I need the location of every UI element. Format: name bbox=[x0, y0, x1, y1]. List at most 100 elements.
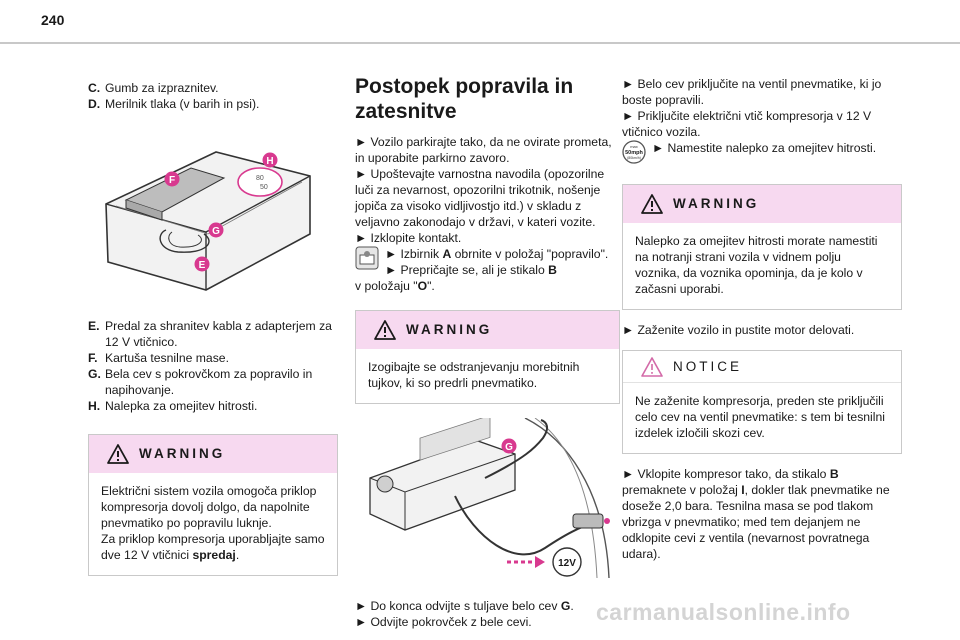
legend-text: Merilnik tlaka (v barih in psi). bbox=[105, 97, 260, 111]
notice-triangle-icon bbox=[641, 356, 663, 377]
step-start-engine: ► Zaženite vozilo in pustite motor delov… bbox=[622, 323, 855, 337]
warning-text-part: Za priklop kompresorja uporabljajte samo… bbox=[101, 532, 325, 562]
warning-body: Električni sistem vozila omogoča priklop… bbox=[89, 473, 337, 575]
switch-text-a: ► Prepričajte se, ali je stikalo bbox=[385, 263, 549, 277]
legend-key: G. bbox=[88, 367, 101, 381]
legend-text: Bela cev s pokrovčkom za popravilo in na… bbox=[105, 367, 313, 397]
legend-text: Nalepka za omejitev hitrosti. bbox=[105, 399, 258, 413]
switch-text-c: v položaju " bbox=[355, 279, 418, 293]
unwind-text-a: ► Do konca odvijte s tuljave belo cev bbox=[355, 599, 561, 613]
socket-label: 12V bbox=[558, 558, 576, 569]
warning-triangle-icon bbox=[641, 194, 663, 214]
warning-text: Nalepko za omejitev hitrosti morate name… bbox=[635, 234, 878, 296]
step-unwind-hose: ► Do konca odvijte s tuljave belo cev G. bbox=[355, 598, 620, 614]
callout-e-label: E bbox=[199, 260, 206, 271]
compressor-case-illustration: 80 50 H F G E bbox=[96, 142, 316, 294]
notice-body: Ne zaženite kompresorja, preden ste prik… bbox=[623, 383, 901, 453]
gauge-text-bottom: 50 bbox=[260, 184, 268, 191]
legend-item-e: E. Predal za shranitev kabla z adapterje… bbox=[88, 318, 340, 350]
switch-on-text-c: premaknete v položaj bbox=[622, 483, 742, 497]
column-middle: Postopek popravila in zatesnitve ► Vozil… bbox=[355, 74, 620, 630]
legend-text: Gumb za izpraznitev. bbox=[105, 81, 219, 95]
steps-2: ► Do konca odvijte s tuljave belo cev G.… bbox=[355, 598, 620, 630]
step-connect-plug: ► Priključite električni vtič kompresorj… bbox=[622, 109, 872, 139]
warning-header: WARNING bbox=[356, 311, 619, 349]
warning-box-sticker: WARNING Nalepko za omejitev hitrosti mor… bbox=[622, 184, 902, 310]
legend-key: F. bbox=[88, 351, 98, 365]
badge-line3: (80km/h) bbox=[627, 156, 641, 160]
legend-bottom: E. Predal za shranitev kabla z adapterje… bbox=[88, 318, 340, 414]
selector-text-c: obrnite v položaj "popravilo". bbox=[451, 247, 609, 261]
selector-text-a: ► Izbirnik bbox=[385, 247, 443, 261]
warning-text-2: Za priklop kompresorja uporabljajte samo… bbox=[101, 531, 325, 563]
warning-body: Nalepko za omejitev hitrosti morate name… bbox=[623, 223, 901, 309]
hose-connection-illustration: 12V G bbox=[365, 414, 615, 579]
step-connect-hose: ► Belo cev priključite na ventil pnevmat… bbox=[622, 77, 882, 107]
warning-label: WARNING bbox=[673, 196, 760, 211]
warning-text-end: . bbox=[235, 548, 240, 562]
legend-item-h: H. Nalepka za omejitev hitrosti. bbox=[88, 398, 340, 414]
callout-g-label: G bbox=[212, 226, 220, 237]
gauge-text-top: 80 bbox=[256, 175, 264, 182]
header-rule bbox=[0, 42, 960, 44]
switch-text-d: O bbox=[417, 279, 428, 293]
callout-h-label: H bbox=[266, 156, 273, 167]
callout-g-label: G bbox=[505, 442, 513, 453]
warning-text: Izogibajte se odstranjevanju morebitnih … bbox=[368, 360, 580, 390]
legend-text: Predal za shranitev kabla z adapterjem z… bbox=[105, 319, 332, 349]
switch-on-text-e: , dokler tlak pnevmatike ne doseže 2,0 b… bbox=[622, 483, 890, 561]
warning-header: WARNING bbox=[89, 435, 337, 473]
section-title: Postopek popravila in zatesnitve bbox=[355, 75, 574, 123]
notice-header: NOTICE bbox=[623, 351, 901, 383]
legend-key: H. bbox=[88, 399, 101, 413]
callout-e: E bbox=[194, 256, 210, 272]
step-park: ► Vozilo parkirajte tako, da ne ovirate … bbox=[355, 135, 612, 165]
step-switch-end: v položaju "O". bbox=[355, 278, 620, 294]
legend-text: Kartuša tesnilne mase. bbox=[105, 351, 229, 365]
notice-text: Ne zaženite kompresorja, preden ste prik… bbox=[635, 394, 885, 440]
column-right: ► Belo cev priključite na ventil pnevmat… bbox=[622, 76, 904, 562]
callout-f-label: F bbox=[169, 175, 175, 186]
callout-h: H bbox=[262, 152, 278, 168]
legend-top: C. Gumb za izpraznitev. D. Merilnik tlak… bbox=[88, 80, 340, 112]
callout-f: F bbox=[164, 171, 180, 187]
step-switch-on: ► Vklopite kompresor tako, da stikalo B … bbox=[622, 466, 904, 562]
switch-on-text-a: ► Vklopite kompresor tako, da stikalo bbox=[622, 467, 830, 481]
switch-text-e: ". bbox=[427, 279, 435, 293]
switch-on-text-b: B bbox=[829, 467, 839, 481]
warning-text-bold: spredaj bbox=[192, 548, 236, 562]
warning-body: Izogibajte se odstranjevanju morebitnih … bbox=[356, 349, 619, 403]
warning-box-foreign-objects: WARNING Izogibajte se odstranjevanju mor… bbox=[355, 310, 620, 404]
legend-key: D. bbox=[88, 97, 101, 111]
unwind-text-c: . bbox=[570, 599, 574, 613]
compressor-case-drawing: 80 50 H F G E bbox=[105, 151, 311, 291]
warning-box-electrical: WARNING Električni sistem vozila omogoča… bbox=[88, 434, 338, 576]
step-remove-cap: ► Odvijte pokrovček z bele cevi. bbox=[355, 615, 532, 629]
warning-triangle-icon bbox=[374, 320, 396, 340]
step-selector: ► Izbirnik A obrnite v položaj "popravil… bbox=[355, 246, 620, 278]
switch-on-text-d: I bbox=[741, 483, 745, 497]
callout-g: G bbox=[208, 222, 224, 238]
legend-item-g: G. Bela cev s pokrovčkom za popravilo in… bbox=[88, 366, 340, 398]
selector-text-bold: A bbox=[442, 247, 452, 261]
step-selector-text: ► Izbirnik A obrnite v položaj "popravil… bbox=[385, 246, 608, 278]
callout-g: G bbox=[501, 438, 517, 454]
unwind-text-bold: G bbox=[560, 599, 571, 613]
step-safety: ► Upoštevajte varnostna navodila (opozor… bbox=[355, 167, 605, 229]
notice-label: NOTICE bbox=[673, 358, 743, 374]
badge-line2: 50mph bbox=[625, 150, 643, 156]
watermark: carmanualsonline.info bbox=[596, 599, 851, 625]
compressor-icon bbox=[355, 246, 379, 270]
legend-key: C. bbox=[88, 81, 101, 95]
step-ignition: ► Izklopite kontakt. bbox=[355, 231, 462, 245]
legend-item-c: C. Gumb za izpraznitev. bbox=[88, 80, 340, 96]
warning-label: WARNING bbox=[139, 446, 226, 461]
steps-1: ► Vozilo parkirajte tako, da ne ovirate … bbox=[355, 134, 620, 294]
legend-item-d: D. Merilnik tlaka (v barih in psi). bbox=[88, 96, 340, 112]
speed-sticker-text: ► Namestite nalepko za omejitev hitrosti… bbox=[652, 141, 877, 155]
switch-text-bold: B bbox=[548, 263, 557, 277]
warning-header: WARNING bbox=[623, 185, 901, 223]
warning-label: WARNING bbox=[406, 322, 493, 337]
warning-text: Električni sistem vozila omogoča priklop… bbox=[101, 484, 317, 530]
legend-item-f: F. Kartuša tesnilne mase. bbox=[88, 350, 340, 366]
